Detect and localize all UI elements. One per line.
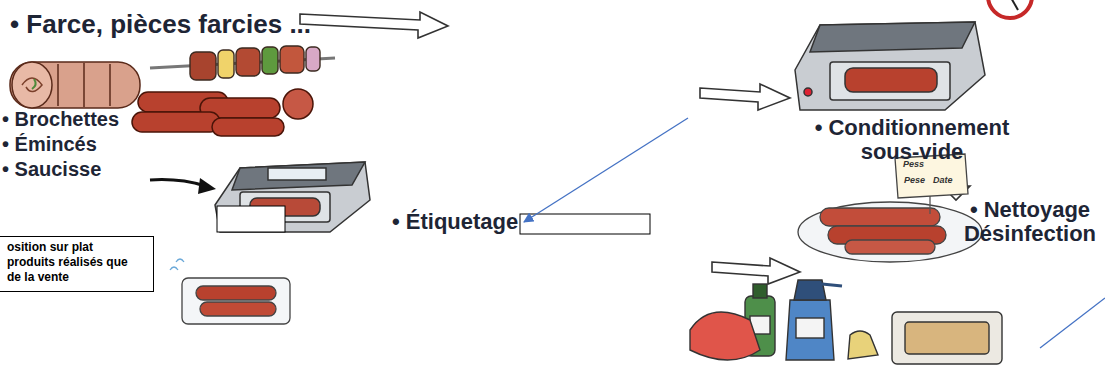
blank-box [520,214,650,234]
leader-line [1040,298,1105,348]
step-label: • Conditionnement sous-vide [812,116,1012,164]
sign-text: Pese [904,176,925,186]
sign-text: Pess [903,160,924,170]
sausages [132,89,313,136]
cleaning-products [690,280,1002,364]
blank-box [217,206,285,232]
flow-arrow [150,178,216,194]
step-label: • Nettoyage Désinfection [955,198,1105,246]
step-label: • Étiquetage [392,210,518,234]
skewer [150,46,335,80]
step-label: • Émincés [2,133,97,155]
vacuum-sealer [215,162,370,232]
clock [988,0,1032,18]
step-label: • Farce, pièces farcies ... [10,10,311,39]
tray [170,259,290,324]
tray [798,154,982,262]
text-box: osition sur plat produits réalisés que d… [0,236,154,292]
leader-line [524,118,688,222]
stuffed-roll [10,62,140,108]
flow-arrow [300,12,448,38]
step-label: • Saucisse [2,158,101,180]
box-text: osition sur plat produits réalisés que d… [3,240,131,285]
vacuum-sealer [795,22,985,110]
step-label: • Brochettes [2,108,119,130]
sign-text: Date [933,176,953,186]
